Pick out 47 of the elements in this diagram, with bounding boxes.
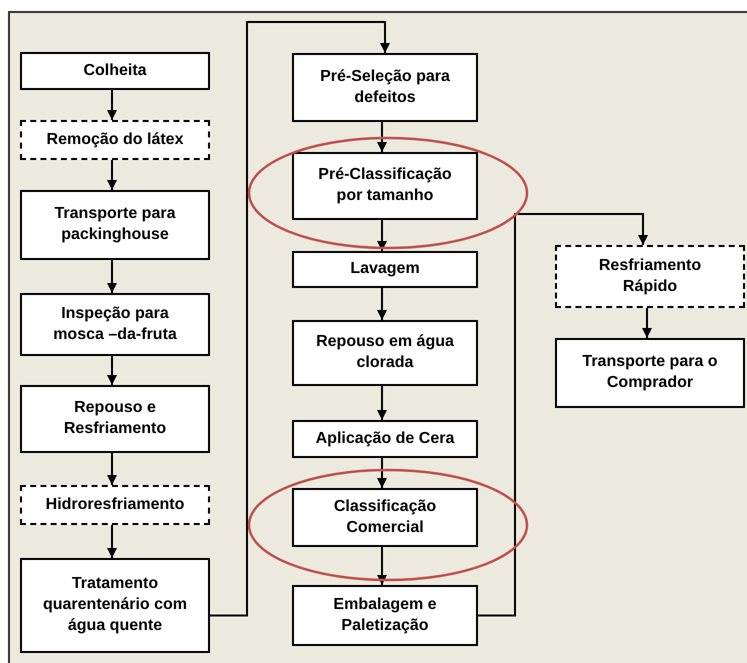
process-box xyxy=(20,120,210,160)
step-label: Tratamento quarentenário com água quente xyxy=(42,574,188,636)
process-box xyxy=(20,385,210,453)
step-label: Classificação Comercial xyxy=(332,496,438,538)
step-label: Repouso e Resfriamento xyxy=(62,398,168,439)
step-label: Transporte para o Comprador xyxy=(581,352,719,393)
process-box xyxy=(292,152,478,220)
arrow xyxy=(377,547,387,585)
process-box xyxy=(292,320,478,386)
step-label: Pré-Classificação por tamanho xyxy=(317,165,453,206)
step-label: Inspeção para mosca –da-fruta xyxy=(52,304,178,344)
step-label: Pré-Seleção para defeitos xyxy=(319,66,451,108)
arrow xyxy=(107,90,117,120)
process-box xyxy=(292,585,478,646)
arrow xyxy=(377,122,387,152)
step-label: Lavagem xyxy=(350,259,420,280)
process-box xyxy=(20,558,210,653)
arrow xyxy=(107,356,117,385)
arrow xyxy=(107,525,117,558)
step-label: Repouso em água clorada xyxy=(316,332,454,373)
arrow xyxy=(642,308,652,338)
process-box xyxy=(20,485,210,525)
step-label: Colheita xyxy=(83,60,147,81)
step-label: Aplicação de Cera xyxy=(316,428,454,449)
arrow xyxy=(107,453,117,485)
process-box xyxy=(292,420,478,458)
process-box xyxy=(20,293,210,356)
arrow xyxy=(478,213,648,616)
process-box xyxy=(555,245,745,308)
process-box xyxy=(20,52,210,90)
arrow xyxy=(377,220,387,251)
step-label: Hidroresfriamento xyxy=(46,494,184,515)
arrow xyxy=(107,260,117,293)
step-label: Resfriamento Rápido xyxy=(598,256,702,296)
process-box xyxy=(292,251,478,288)
arrow xyxy=(210,21,390,616)
arrow xyxy=(377,458,387,488)
arrow xyxy=(107,160,117,190)
step-label: Transporte para packinghouse xyxy=(54,204,177,245)
arrow xyxy=(377,288,387,320)
process-box xyxy=(20,190,210,260)
step-label: Embalagem e Paletização xyxy=(332,594,438,636)
process-box xyxy=(292,53,478,122)
process-box xyxy=(555,338,745,408)
process-box xyxy=(292,488,478,547)
step-label: Remoção do látex xyxy=(46,130,184,150)
arrow xyxy=(377,386,387,420)
